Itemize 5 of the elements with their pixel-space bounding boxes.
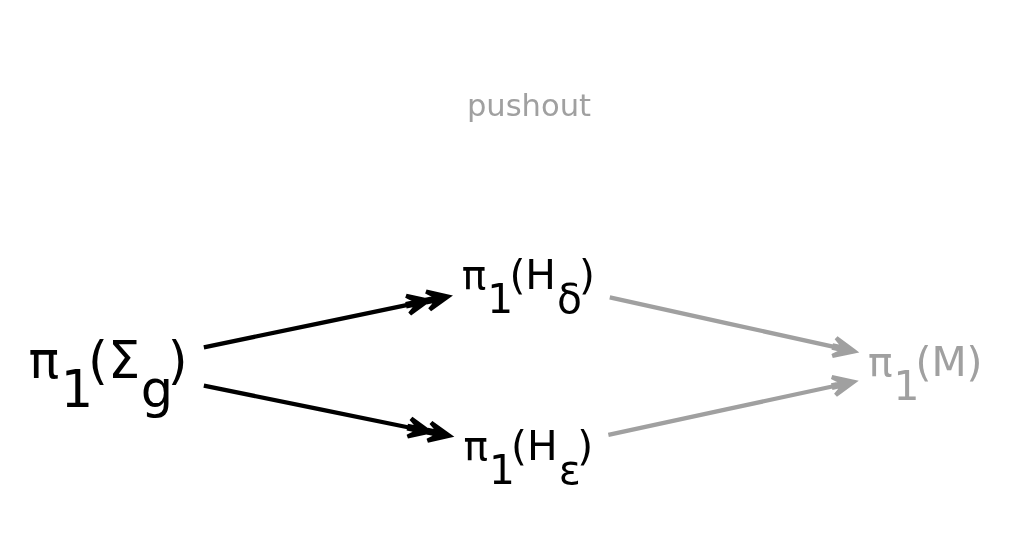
arrow [203,383,452,443]
arrow [609,294,857,358]
arrow [203,289,451,349]
arrow [607,374,856,437]
label: pushout [466,87,592,123]
